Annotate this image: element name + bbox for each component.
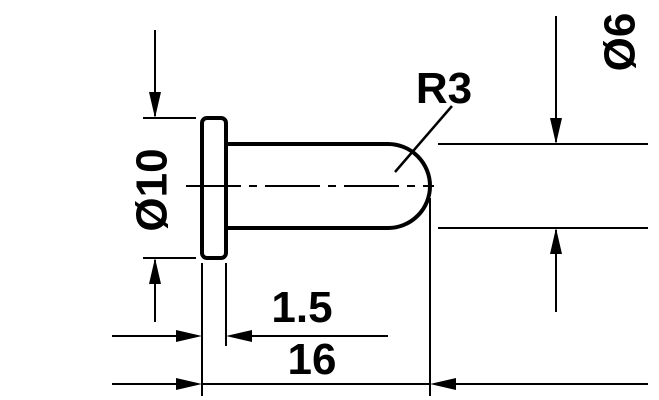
- dim-tip-radius: R3: [394, 64, 472, 173]
- dim-label-tip-radius: R3: [416, 64, 472, 113]
- arrowhead-up-icon: [149, 258, 161, 284]
- arrowhead-right-icon: [176, 330, 202, 342]
- dim-head-diameter: Ø10: [128, 30, 196, 322]
- arrowhead-left-icon: [430, 378, 456, 390]
- dim-total-length: 16: [112, 198, 648, 396]
- leader-line: [394, 105, 453, 173]
- arrowhead-right-icon: [176, 378, 202, 390]
- arrowhead-left-icon: [226, 330, 252, 342]
- dim-label-shaft-diameter: Ø6: [596, 13, 645, 72]
- cap-head-outline: [200, 116, 228, 260]
- dim-label-head-diameter: Ø10: [128, 148, 177, 231]
- dim-label-total-length: 16: [288, 335, 337, 384]
- dim-shaft-diameter: Ø6: [438, 13, 648, 312]
- dim-head-thickness: 1.5: [112, 263, 388, 396]
- arrowhead-up-icon: [550, 228, 562, 254]
- arrowhead-down-icon: [149, 92, 161, 118]
- dim-label-head-thickness: 1.5: [271, 283, 332, 332]
- arrowhead-down-icon: [550, 118, 562, 144]
